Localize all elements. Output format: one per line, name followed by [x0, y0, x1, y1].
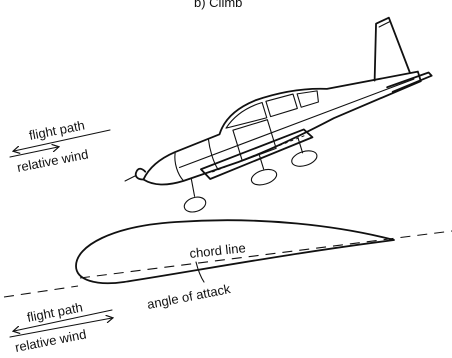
angle-of-attack-arc [196, 262, 204, 282]
airfoil-flight-path-label: flight path [26, 299, 84, 324]
angle-of-attack-label: angle of attack [146, 281, 232, 312]
aircraft-flight-path-label: flight path [28, 117, 86, 142]
airfoil-relative-wind-label: relative wind [14, 326, 88, 355]
aircraft-relative-wind-label: relative wind [16, 146, 90, 175]
figure-caption: b) Climb [194, 0, 242, 10]
aircraft-drawing [102, 11, 450, 229]
chord-line [80, 231, 452, 278]
airfoil-flight-path-reference [4, 286, 78, 297]
